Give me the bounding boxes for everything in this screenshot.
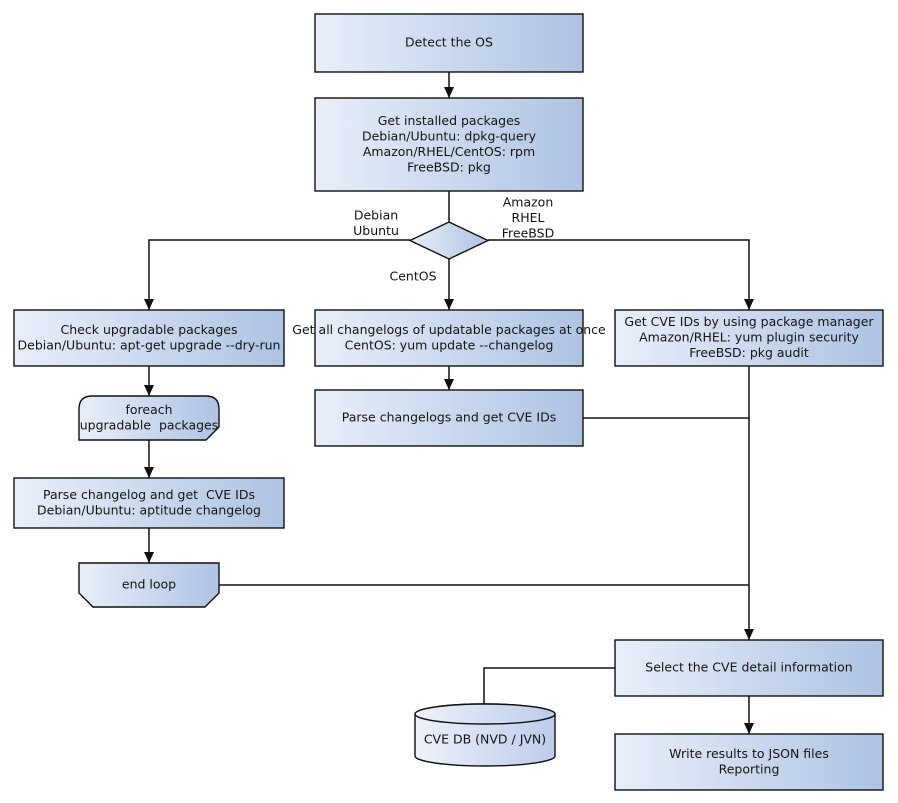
get-installed-packages-line-3: FreeBSD: pkg [407,159,491,174]
get-cve-ids-package-manager-line-0: Get CVE IDs by using package manager [624,314,874,329]
edge-foreach-to-parse [144,440,154,478]
node-check-upgradable-packages[interactable]: Check upgradable packagesDebian/Ubuntu: … [13,309,285,367]
edge-check-to-foreach [144,366,154,396]
get-all-changelogs-line-0: Get all changelogs of updatable packages… [292,322,606,337]
end-loop-line-0: end loop [122,577,176,592]
node-body[interactable] [314,309,584,367]
label-debian-line-0: Debian [354,208,398,223]
node-body[interactable] [314,13,584,73]
node-body[interactable] [13,477,285,529]
edge-changelogs-to-parse [444,366,454,390]
arrow-head [444,299,454,310]
node-get-all-changelogs[interactable]: Get all changelogs of updatable packages… [292,309,606,367]
arrow-head [444,379,454,390]
node-body[interactable] [13,309,285,367]
node-end-loop[interactable]: end loop [78,562,220,608]
label-amazon-line-2: FreeBSD [502,226,554,241]
edge-line [148,239,410,310]
cylinder-top [414,703,556,725]
parse-changelog-cve-ids-line-1: Debian/Ubuntu: aptitude changelog [37,502,261,517]
arrow-head [744,629,754,640]
arrow-head [144,467,154,478]
get-installed-packages-line-2: Amazon/RHEL/CentOS: rpm [363,144,535,159]
node-body[interactable] [614,639,884,697]
foreach-loop-start-line-0: foreach [125,402,172,417]
edge-parse-to-endloop [144,528,154,563]
label-amazon-line-1: RHEL [512,210,545,225]
parse-changelog-cve-ids-line-0: Parse changelog and get CVE IDs [43,487,255,502]
label-centos-line-0: CentOS [389,269,436,284]
edge-trunk-to-select [744,366,754,640]
node-body[interactable] [408,221,490,260]
label-debian-line-1: Ubuntu [353,223,399,238]
get-cve-ids-package-manager-line-1: Amazon/RHEL: yum plugin security [639,330,859,345]
check-upgradable-packages-line-0: Check upgradable packages [61,322,238,337]
node-body[interactable] [78,395,220,441]
node-parse-changelog-cve-ids[interactable]: Parse changelog and get CVE IDsDebian/Ub… [13,477,285,529]
get-installed-packages-line-0: Get installed packages [378,113,521,128]
node-parse-changelogs-cve-ids[interactable]: Parse changelogs and get CVE IDs [314,389,584,447]
node-body[interactable] [314,97,584,192]
node-os-decision[interactable] [408,221,490,260]
edge-line [488,239,750,310]
write-results-line-0: Write results to JSON files [669,746,829,761]
arrow-head [744,723,754,734]
detect-os-line-0: Detect the OS [405,35,493,50]
get-cve-ids-package-manager-line-2: FreeBSD: pkg audit [689,345,809,360]
edge-select-to-db [483,667,615,714]
node-cve-db[interactable]: CVE DB (NVD / JVN) [414,703,556,767]
node-body[interactable] [614,733,884,791]
edge-label-label-centos: CentOS [389,269,436,284]
select-cve-detail-line-0: Select the CVE detail information [645,660,852,675]
cve-db-line-0: CVE DB (NVD / JVN) [424,732,546,747]
get-all-changelogs-line-1: CentOS: yum update --changelog [345,337,554,352]
arrow-head [144,552,154,563]
parse-changelogs-cve-ids-line-0: Parse changelogs and get CVE IDs [342,410,556,425]
node-body[interactable] [614,309,884,367]
arrow-head [444,87,454,98]
get-installed-packages-line-1: Debian/Ubuntu: dpkg-query [362,128,537,143]
write-results-line-1: Reporting [719,761,780,776]
arrow-head [144,385,154,396]
node-get-cve-ids-package-manager[interactable]: Get CVE IDs by using package managerAmaz… [614,309,884,367]
edge-line [483,667,615,714]
edge-decision-to-debian [144,239,410,310]
check-upgradable-packages-line-1: Debian/Ubuntu: apt-get upgrade --dry-run [18,337,281,352]
node-body[interactable] [314,389,584,447]
node-select-cve-detail[interactable]: Select the CVE detail information [614,639,884,697]
node-detect-os[interactable]: Detect the OS [314,13,584,73]
edge-detect-to-packages [444,72,454,98]
edge-select-to-write [744,696,754,734]
foreach-loop-start-line-1: upgradable packages [80,417,219,432]
arrow-head [144,299,154,310]
arrow-head [744,299,754,310]
edge-decision-to-amazon [488,239,754,310]
label-amazon-line-0: Amazon [503,195,554,210]
node-body[interactable] [78,562,220,608]
edge-decision-to-centos [444,259,454,310]
edges-layer [144,72,754,734]
